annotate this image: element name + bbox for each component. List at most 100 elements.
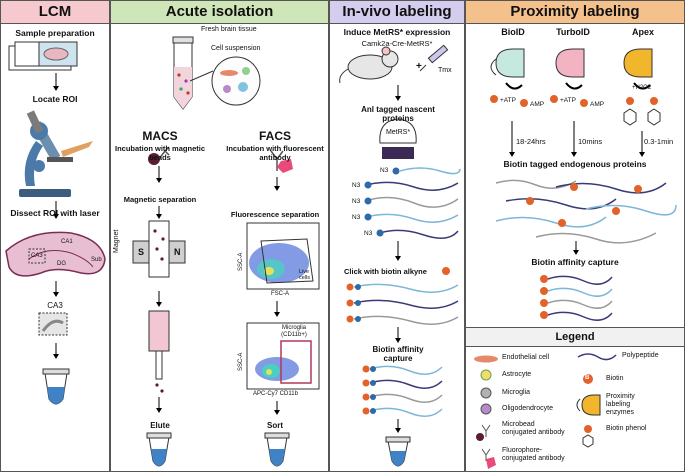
h2o2-label: +H2O2 — [632, 85, 652, 91]
tagged-label: Anl tagged nascent proteins — [361, 105, 435, 123]
microglia-icon — [480, 387, 492, 399]
legend-microglia: Microglia — [502, 389, 531, 396]
facs-separation: Fluorescence separation — [230, 210, 320, 219]
legend-oligodendrocyte: Oligodendrocyte — [502, 405, 553, 412]
microscope-icon — [19, 110, 93, 197]
plus-sign: + — [416, 61, 422, 72]
collection-tube-icon — [42, 368, 70, 405]
macs-tube-icon — [146, 432, 172, 467]
induce-label: Induce MetRS* expression — [343, 27, 451, 37]
magnet-label: Magnet — [113, 229, 120, 253]
invivo-capture-label: Biotin affinity capture — [372, 345, 424, 363]
acute-graphics — [132, 36, 320, 467]
endothelial-cell-icon — [474, 355, 498, 363]
macs-title: MACS — [142, 129, 178, 143]
n3-label-2: N3 — [352, 182, 361, 189]
microglia-gate-plot — [246, 322, 320, 390]
macs-final: Elute — [150, 421, 170, 430]
microglia-label: Microglia (CD11b+) — [281, 325, 307, 338]
legend-polypeptide: Polypeptide — [622, 352, 659, 359]
facs-incubation: Incubation with fluorescent antibody — [226, 144, 324, 162]
step-locate-roi: Locate ROI — [32, 94, 78, 104]
fluorescent-antibody-icon — [270, 150, 284, 171]
metrs-enzyme-icon — [379, 118, 417, 159]
nascent-polypeptides — [364, 167, 461, 239]
biotin-phenol-icon — [584, 425, 592, 433]
facs-scatter-plot — [246, 222, 320, 290]
ca3-zoom-box — [38, 312, 68, 336]
time-turboid: 10mins — [578, 137, 603, 146]
captured-polypeptides — [362, 365, 443, 417]
astrocyte-icon — [480, 369, 492, 381]
syringe-icon — [419, 44, 449, 72]
suspension-label: Cell suspension — [211, 45, 261, 52]
apex-enzyme-icon — [623, 48, 653, 90]
click-label: Click with biotin alkyne — [344, 267, 427, 276]
acute-header: Acute isolation — [111, 1, 328, 24]
time-bioid: 18-24hrs — [516, 137, 546, 146]
macs-separation: Magnetic separation — [123, 195, 197, 204]
metrs-label: MetRS* — [385, 129, 411, 136]
tissue-label: Fresh brain tissue — [201, 26, 257, 33]
n3-label-5: N3 — [364, 230, 373, 237]
elution-column-icon — [148, 310, 170, 393]
macs-incubation: Incubation with magnetic beads — [114, 144, 205, 162]
biotin-b-glyph: B — [585, 375, 590, 381]
legend-enzymes: Proximity labeling enzymes — [606, 393, 635, 416]
fluorophore-antibody-icon — [481, 448, 491, 461]
amp-label-1: AMP — [530, 101, 545, 108]
apc-axis-label: APC-Cy7 CD11b — [253, 391, 298, 397]
legend-endothelial: Endothelial cell — [502, 354, 550, 361]
proximity-tagged-label: Biotin tagged endogenous proteins — [503, 159, 647, 169]
mouse-icon — [339, 46, 399, 84]
slides-icon — [8, 41, 78, 71]
turboid-enzyme-icon — [555, 48, 585, 90]
magnet-s: S — [138, 247, 145, 257]
amp-label-2: AMP — [590, 101, 605, 108]
polypeptide-icon — [577, 353, 617, 361]
biotin-icon — [583, 374, 593, 384]
invivo-tube-icon — [385, 436, 411, 467]
biotin-alkyne-icon — [442, 267, 450, 275]
proximity-graphics — [474, 48, 677, 469]
enzyme-apex: Apex — [631, 27, 654, 37]
enzyme-turboid: TurboID — [556, 27, 590, 37]
invivo-graphics — [339, 44, 461, 467]
region-ca3: CA3 — [31, 253, 43, 259]
legend-biotin: Biotin — [606, 375, 624, 382]
proximity-capture-label: Biotin affinity capture — [531, 257, 619, 267]
facs-final: Sort — [267, 421, 283, 430]
biotin-tagged-proteins — [495, 179, 677, 244]
step-sample-preparation: Sample preparation — [15, 28, 95, 38]
lcm-header: LCM — [1, 1, 109, 24]
lcm-graphics — [5, 41, 106, 405]
enzyme-legend-icon — [581, 394, 601, 416]
microbead-icon — [148, 153, 160, 165]
proximity-panel: Proximity labeling BioID TurboID Apex — [465, 0, 685, 472]
magnetic-column-icon — [132, 220, 186, 278]
n3-label-3: N3 — [352, 198, 361, 205]
cell-suspension-circle — [211, 56, 261, 106]
lcm-panel: LCM Sample preparation — [0, 0, 110, 472]
proximity-header: Proximity labeling — [466, 1, 684, 24]
acute-isolation-panel: Acute isolation — [110, 0, 329, 472]
legend-biotin-phenol: Biotin phenol — [606, 425, 647, 432]
n3-label-1: N3 — [380, 167, 389, 174]
region-sub: Sub — [91, 257, 102, 263]
atp-label-2: +ATP — [560, 97, 576, 104]
ssc-axis-label-2: SSC-A — [238, 352, 244, 371]
ssc-axis-label: SSC-A — [238, 252, 244, 271]
facs-tube-icon — [264, 432, 290, 467]
oligodendrocyte-icon — [480, 403, 492, 415]
facs-title: FACS — [258, 129, 291, 143]
legend-astrocyte: Astrocyte — [502, 371, 532, 378]
live-cells-label: Live cells — [299, 269, 311, 281]
legend-fluorophore-antibody: Fluorophore-conjugated antibody — [502, 447, 565, 462]
tmx-label: Tmx — [438, 67, 452, 74]
region-ca1: CA1 — [61, 239, 73, 245]
region-dg: DG — [57, 261, 66, 267]
invivo-panel: In-vivo labeling Induce MetRS* expressio… — [329, 0, 465, 472]
legend-icons — [474, 353, 617, 469]
fsc-axis-label: FSC-A — [271, 291, 289, 297]
bioid-enzyme-icon — [490, 48, 525, 90]
